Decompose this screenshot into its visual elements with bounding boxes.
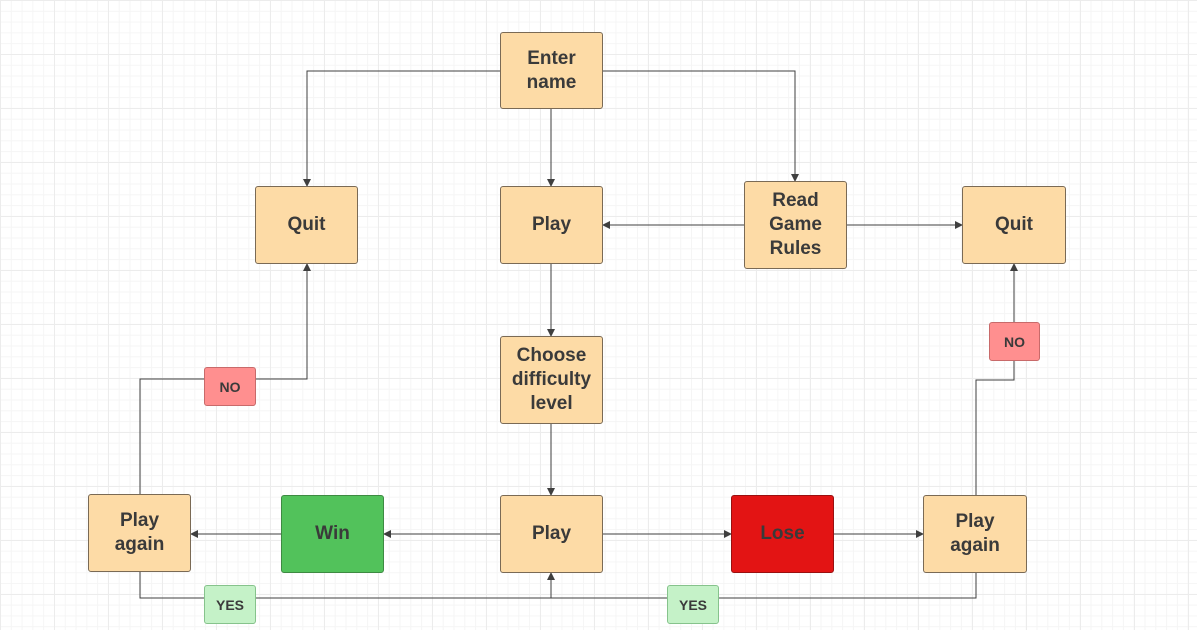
play-again-left-label: Play again [114,510,165,555]
enter-name-label: Enter name [526,47,577,93]
choose-difficulty-node: Choose difficulty level [500,336,603,424]
no-right-badge: NO [989,322,1040,361]
connector-enter-to-quit-left [303,70,500,187]
win-label: Win [315,523,350,544]
connector-enter-to-rules [602,70,799,182]
quit-left-node: Quit [255,186,358,264]
quit-right-label: Quit [995,214,1033,235]
yes-left-badge: YES [204,585,256,624]
yes-left-label: YES [215,596,244,613]
play-again-right-node: Play again [923,495,1027,573]
read-rules-label: Read Game Rules [769,190,822,259]
play-top-label: Play [531,214,572,235]
enter-name-node: Enter name [500,32,603,109]
connector-yes-left-to-play [139,571,555,599]
play-main-label: Play [531,523,572,544]
play-top-node: Play [500,186,603,264]
read-rules-node: Read Game Rules [744,181,847,269]
no-left-label: NO [219,378,241,395]
lose-label: Lose [760,523,805,544]
quit-left-label: Quit [287,214,326,235]
connector-yes-right-to-play [551,572,977,599]
yes-right-label: YES [678,596,707,613]
no-right-label: NO [1004,333,1025,350]
play-again-left-node: Play again [88,494,191,572]
choose-difficulty-label: Choose difficulty level [511,345,592,414]
play-again-right-label: Play again [950,511,1000,556]
play-main-node: Play [500,495,603,573]
no-left-badge: NO [204,367,256,406]
yes-right-badge: YES [667,585,719,624]
quit-right-node: Quit [962,186,1066,264]
connector-play-again-right-to-quit [975,263,1018,495]
lose-node: Lose [731,495,834,573]
win-node: Win [281,495,384,573]
